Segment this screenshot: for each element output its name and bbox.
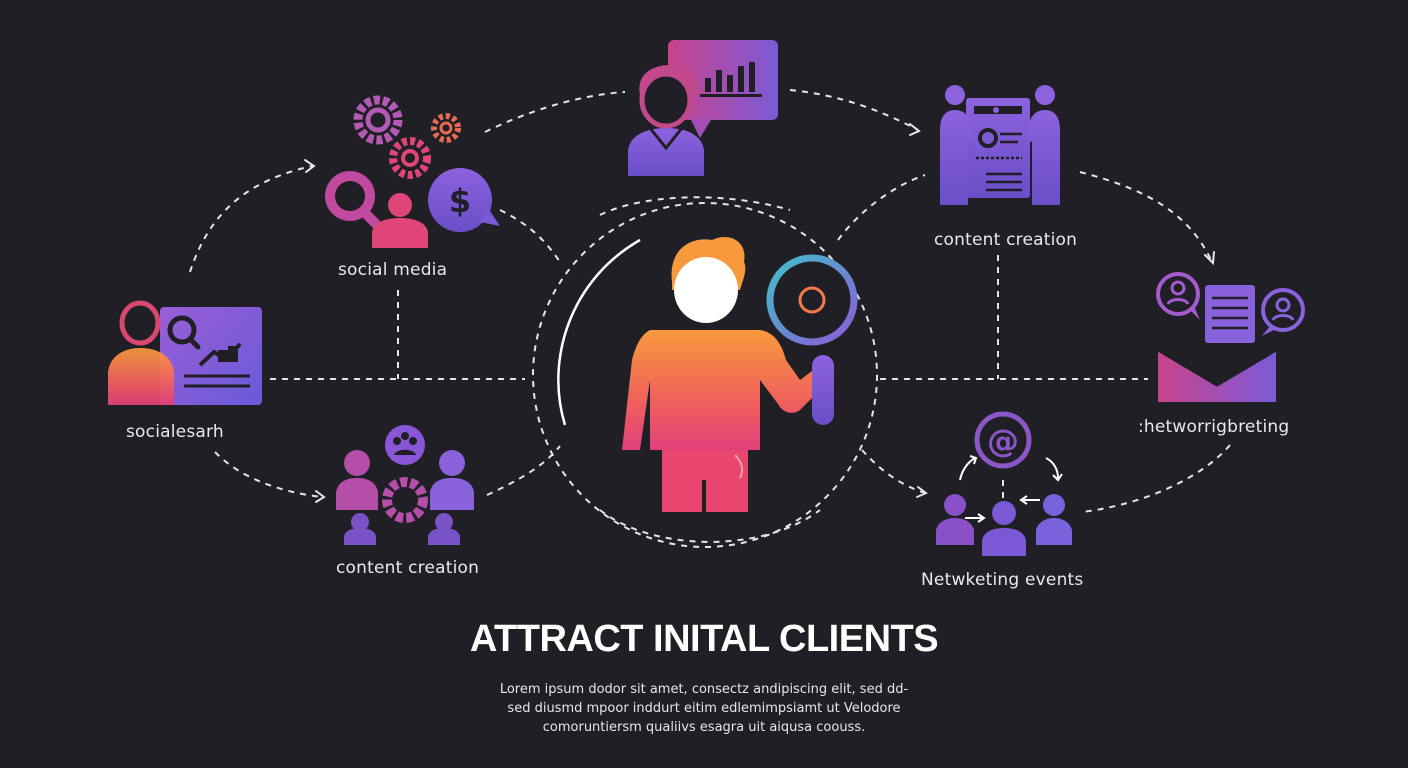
center-dashed-ring <box>532 202 878 548</box>
user-bubble-icon <box>1156 272 1200 320</box>
gear-icon <box>389 137 431 179</box>
user-icon <box>1024 85 1060 205</box>
connector-social-to-top <box>484 91 626 133</box>
center-solid-arc <box>557 238 641 426</box>
search-icon <box>325 171 383 231</box>
label-networking-events: Netwketing events <box>921 570 1084 590</box>
document-card <box>1205 285 1255 343</box>
main-title: ATTRACT INITAL CLIENTS <box>469 618 939 660</box>
user-icon <box>336 450 378 510</box>
user-bubble-icon <box>1261 288 1305 336</box>
magnifier-lens <box>766 254 858 346</box>
label-social-media: social media <box>338 260 448 280</box>
team-collaboration-icon <box>336 425 474 545</box>
person-pocket <box>734 454 744 479</box>
connector-top-to-right <box>789 89 919 131</box>
bar-chart-icon <box>700 62 762 97</box>
arrowhead-content <box>315 490 326 503</box>
magnifier-icon <box>766 254 858 425</box>
central-person-icon <box>622 236 828 512</box>
networking-briefing-icon <box>1156 272 1305 402</box>
gear-icon <box>353 95 403 145</box>
center-dashed-top-arc <box>599 196 791 216</box>
body-line: sed diusmd mpoor inddurt eitim edlemimps… <box>507 701 901 716</box>
connector-social-to-center <box>499 209 561 263</box>
presenter-collar <box>648 127 684 151</box>
arrowhead-right <box>909 123 921 136</box>
body-paragraph: Lorem ipsum dodor sit amet, consectz and… <box>404 680 1004 737</box>
dollar-sign: $ <box>449 182 471 220</box>
connector-right-to-briefing <box>1079 171 1213 263</box>
analytics-presenter-icon <box>628 40 778 176</box>
at-sign-icon: @ <box>974 411 1032 469</box>
text-lines <box>976 132 1022 192</box>
svg-text:@: @ <box>987 422 1019 460</box>
dollar-bubble-icon: $ <box>428 168 500 232</box>
connector-lines <box>189 89 1231 548</box>
user-icon <box>108 300 174 405</box>
person-face <box>674 257 738 323</box>
text-lines <box>1212 296 1248 330</box>
connector-search-to-social <box>189 165 313 273</box>
user-icon <box>428 513 460 545</box>
search-icon <box>167 315 201 350</box>
networking-events-icon: @ <box>936 411 1072 556</box>
chart-bubble <box>668 40 778 120</box>
envelope-icon <box>1157 348 1277 402</box>
label-content-creation-left: content creation <box>336 558 480 578</box>
refresh-arrows <box>959 455 1063 523</box>
text-lines <box>184 374 250 388</box>
group-icon <box>385 425 425 465</box>
person-body <box>622 330 828 450</box>
user-icon <box>372 193 428 248</box>
social-search-icon <box>108 300 262 405</box>
presenter-face <box>639 71 693 129</box>
gear-icon <box>382 477 428 523</box>
arrowhead-briefing <box>1204 251 1215 266</box>
arrowhead-events <box>916 486 928 498</box>
label-content-creation-right: content creation <box>934 230 1078 250</box>
gear-icon <box>978 128 998 148</box>
user-icon <box>430 450 474 510</box>
magnifier-handle <box>812 355 834 425</box>
social-media-icon: $ <box>325 95 500 248</box>
user-icon <box>940 85 976 205</box>
connector-briefing-to-events <box>1081 444 1231 513</box>
meeting-board-icon <box>940 85 1060 205</box>
center-dashed-inner-arc <box>599 509 821 543</box>
body-line: Lorem ipsum dodor sit amet, consectz and… <box>499 682 909 697</box>
presenter-body <box>628 128 704 176</box>
connector-content-to-center <box>486 445 561 496</box>
connector-center-to-events <box>861 449 926 494</box>
user-icon <box>344 513 376 545</box>
body-line: comoruntiersm qualiivs esagra uit aiqusa… <box>542 720 866 735</box>
connector-search-to-content <box>214 451 323 498</box>
gear-icon <box>431 113 461 143</box>
user-icon <box>1036 494 1072 545</box>
label-social-search: socialesarh <box>126 422 224 442</box>
arrowheads <box>304 123 1215 503</box>
chart-bubble-tail <box>690 118 712 138</box>
person-legs-gap <box>702 480 706 512</box>
arrowhead-social <box>304 159 316 173</box>
user-icon <box>936 494 974 545</box>
line-chart-icon <box>198 342 242 367</box>
user-icon <box>982 501 1026 556</box>
magnifier-target <box>798 286 826 314</box>
connector-center-to-right <box>837 174 926 241</box>
label-networking-briefing: :hetworrigbreting <box>1138 417 1290 437</box>
